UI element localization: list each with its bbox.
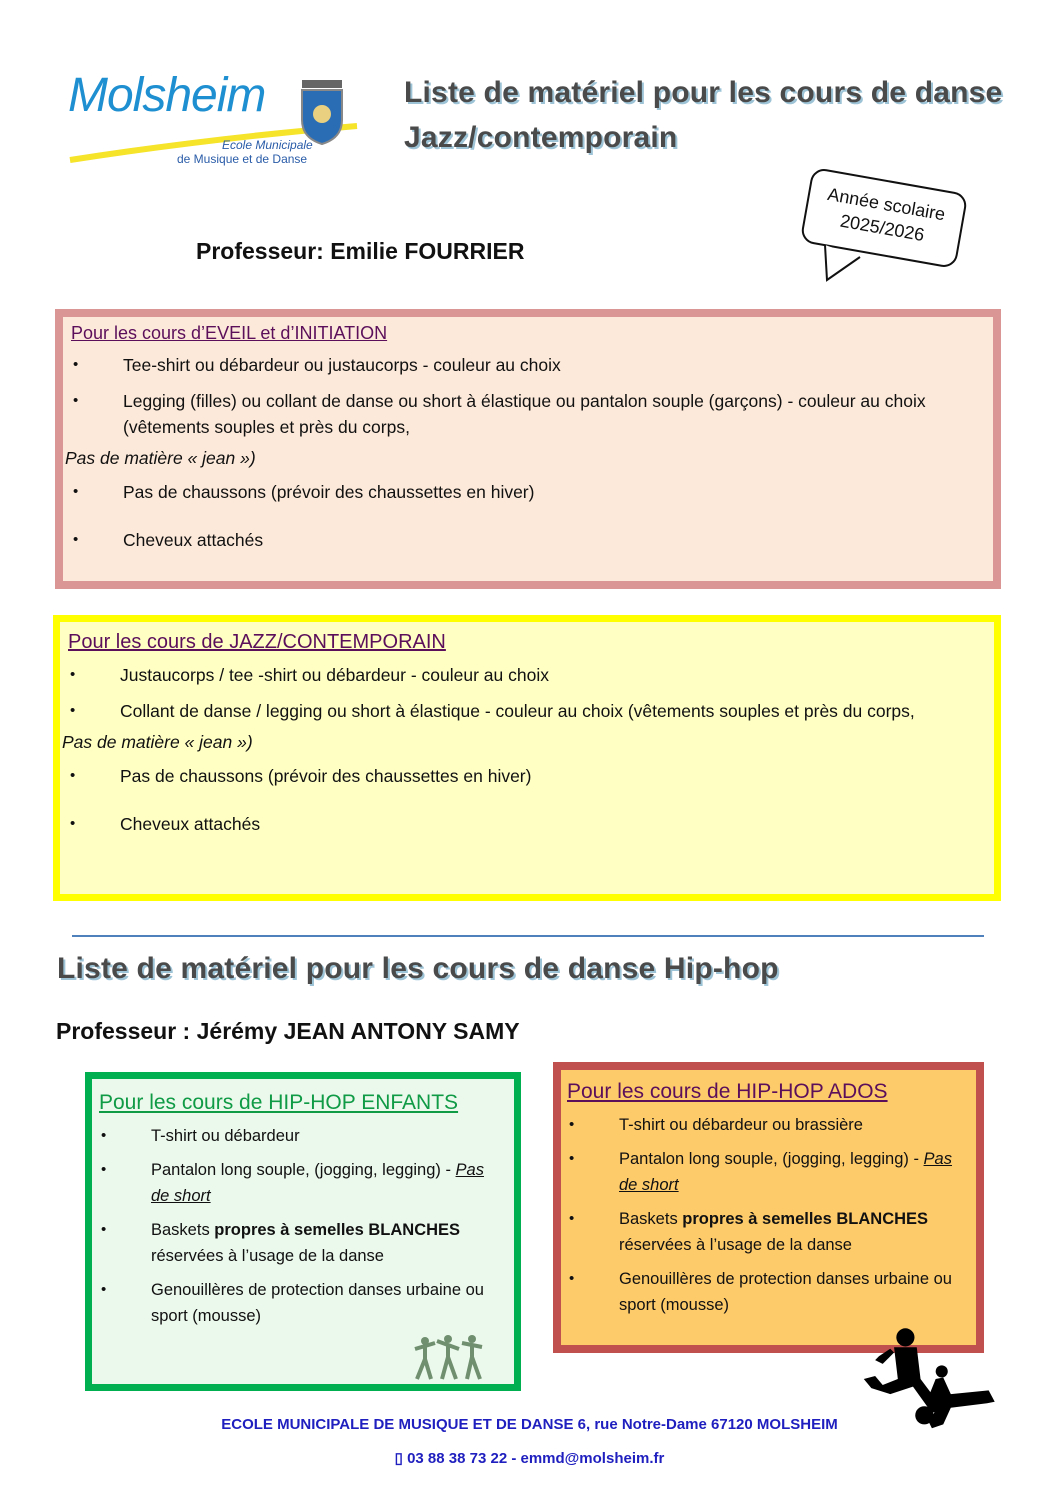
list-item: Pantalon long souple, (jogging, legging)… [99, 1157, 507, 1209]
list-item: Cheveux attachés [71, 527, 985, 553]
hiphop-ados-box: Pour les cours de HIP-HOP ADOS T-shirt o… [553, 1062, 984, 1353]
list-item: Collant de danse / legging ou short à él… [68, 698, 986, 724]
breakdancers-silhouette-icon [863, 1328, 995, 1429]
list-item: T-shirt ou débardeur [99, 1123, 507, 1149]
footer-contact: ▯ 03 88 38 73 22 - emmd@molsheim.fr [394, 1450, 665, 1467]
ados-heading: Pour les cours de HIP-HOP ADOS [567, 1080, 888, 1103]
list-item: Baskets propres à semelles BLANCHES rése… [567, 1206, 970, 1258]
molsheim-logo: Molsheim Ecole Municipale de Musique et … [62, 68, 362, 168]
list-item: Pas de chaussons (prévoir des chaussette… [68, 763, 986, 789]
logo-swoosh-icon [69, 80, 358, 163]
bubble-tail-icon [824, 245, 861, 282]
jazz-note: Pas de matière « jean ») [62, 732, 253, 752]
footer-address: ECOLE MUNICIPALE DE MUSIQUE ET DE DANSE … [221, 1416, 838, 1433]
teacher-jazz: Professeur: Emilie FOURRIER [196, 238, 525, 264]
list-item: Genouillères de protection danses urbain… [99, 1277, 507, 1329]
list-item: Baskets propres à semelles BLANCHES rése… [99, 1217, 507, 1269]
page-title-line2: Jazz/contemporain [404, 121, 678, 154]
eveil-note: Pas de matière « jean ») [65, 448, 256, 468]
dancers-illustration-icon [414, 1335, 483, 1380]
enfants-heading: Pour les cours de HIP-HOP ENFANTS [99, 1091, 459, 1114]
list-item: T-shirt ou débardeur ou brassière [567, 1112, 970, 1138]
list-item: Tee-shirt ou débardeur ou justaucorps - … [71, 352, 985, 378]
jazz-box: Pour les cours de JAZZ/CONTEMPORAIN Just… [53, 615, 1001, 901]
divider [72, 935, 984, 937]
hiphop-title: Liste de matériel pour les cours de dans… [57, 952, 779, 985]
page-title: Liste de matériel pour les cours de dans… [404, 76, 1003, 109]
list-item: Pas de chaussons (prévoir des chaussette… [71, 479, 985, 505]
list-item: Justaucorps / tee -shirt ou débardeur - … [68, 662, 986, 688]
list-item: Pantalon long souple, (jogging, legging)… [567, 1146, 970, 1198]
list-item: Cheveux attachés [68, 811, 986, 837]
list-item: Genouillères de protection danses urbain… [567, 1266, 970, 1318]
jazz-heading: Pour les cours de JAZZ/CONTEMPORAIN [68, 631, 446, 653]
hiphop-enfants-box: Pour les cours de HIP-HOP ENFANTS T-shir… [85, 1072, 521, 1391]
eveil-heading: Pour les cours d’EVEIL et d’INITIATION [71, 323, 388, 343]
teacher-hiphop: Professeur : Jérémy JEAN ANTONY SAMY [56, 1018, 520, 1044]
list-item: Legging (filles) ou collant de danse ou … [71, 388, 985, 440]
eveil-box: Pour les cours d’EVEIL et d’INITIATION T… [55, 309, 1001, 589]
